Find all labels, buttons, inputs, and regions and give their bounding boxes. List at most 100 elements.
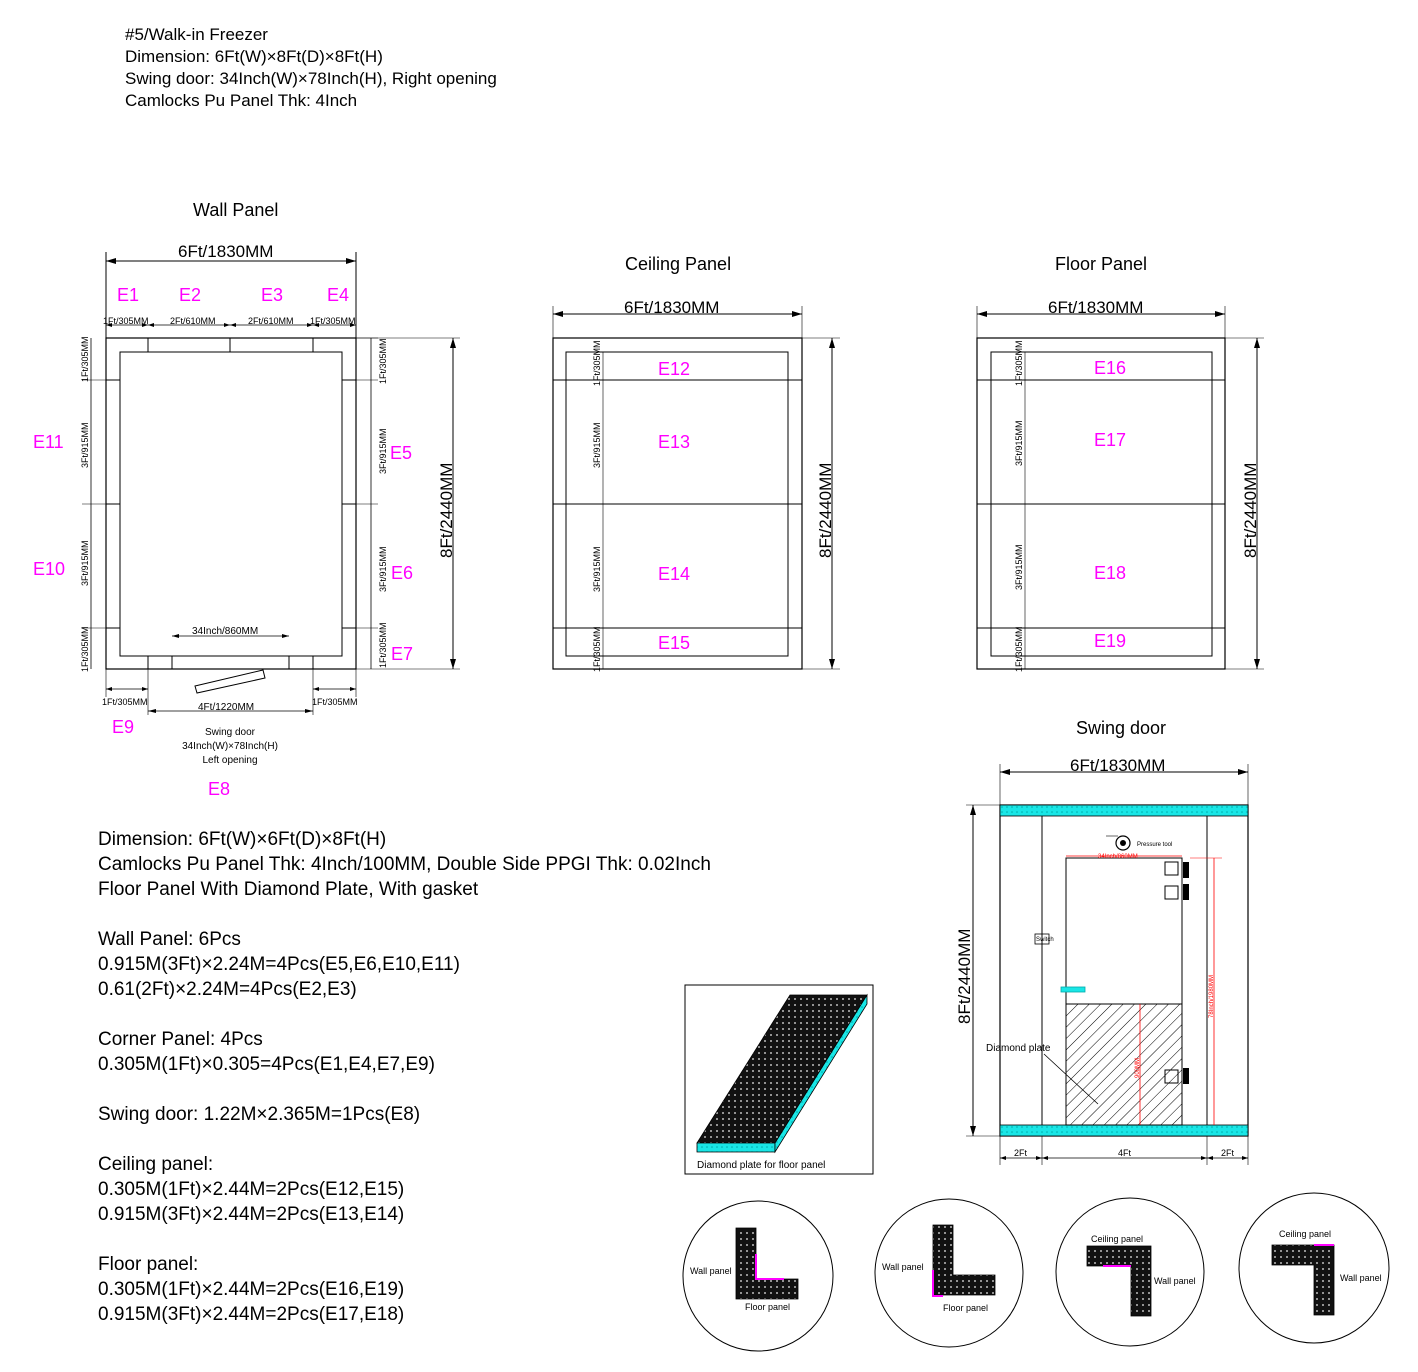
wall-seg-e1: 1Ft/305MM: [103, 316, 149, 326]
spec-wall-line-2: 0.61(2Ft)×2.24M=4Pcs(E2,E3): [98, 979, 357, 1000]
wall-door-opening: 4Ft/1220MM: [198, 702, 254, 713]
swing-door-leaf-width: 34Inch/860MM: [1098, 854, 1138, 860]
joint3-wall-label: Wall panel: [1154, 1276, 1196, 1286]
wall-left-seg-2: 3Ft/915MM: [80, 422, 90, 468]
floor-seg-4: 1Ft/305MM: [1014, 626, 1024, 672]
header-line-3: Swing door: 34Inch(W)×78Inch(H), Right o…: [125, 69, 497, 88]
header-line-2: Dimension: 6Ft(W)×8Ft(D)×8Ft(H): [125, 47, 383, 66]
label-e14: E14: [658, 564, 690, 584]
label-e13: E13: [658, 432, 690, 452]
swing-door-dim-right: 2Ft: [1221, 1148, 1235, 1158]
spec-door-line: Swing door: 1.22M×2.365M=1Pcs(E8): [98, 1104, 421, 1125]
label-e16: E16: [1094, 358, 1126, 378]
joint-detail-2: Wall panel Floor panel: [874, 1198, 1024, 1348]
wall-door-width: 34Inch/860MM: [192, 626, 258, 637]
joint2-wall-label: Wall panel: [882, 1262, 924, 1272]
label-e4: E4: [327, 285, 349, 305]
spec-ceiling-line-2: 0.915M(3Ft)×2.44M=2Pcs(E13,E14): [98, 1204, 405, 1225]
label-e18: E18: [1094, 563, 1126, 583]
label-e17: E17: [1094, 430, 1126, 450]
ceiling-seg-1: 1Ft/305MM: [592, 340, 602, 386]
label-e11: E11: [33, 432, 64, 452]
label-e3: E3: [261, 285, 283, 305]
floor-width-dim: 6Ft/1830MM: [1048, 298, 1143, 317]
label-e9: E9: [112, 717, 134, 737]
spec-line-1: Dimension: 6Ft(W)×6Ft(D)×8Ft(H): [98, 829, 387, 850]
joint4-wall-label: Wall panel: [1340, 1273, 1382, 1283]
wall-panel-drawing: Wall Panel 6Ft/1830MM 1Ft/305MM 2Ft/610M…: [33, 200, 460, 799]
spec-wall-heading: Wall Panel: 6Pcs: [98, 929, 241, 950]
spec-corner-heading: Corner Panel: 4Pcs: [98, 1029, 263, 1050]
header-line-4: Camlocks Pu Panel Thk: 4Inch: [125, 91, 358, 110]
label-e6: E6: [391, 563, 413, 583]
wall-left-seg-1: 1Ft/305MM: [80, 336, 90, 382]
swing-door-width-dim: 6Ft/1830MM: [1070, 756, 1165, 775]
plate-height-dim: 900MM: [1135, 1058, 1141, 1078]
swing-door-drawing: Swing door 6Ft/1830MM Pressure tool Swit…: [955, 718, 1249, 1165]
wall-seg-e3: 2Ft/610MM: [248, 316, 294, 326]
wall-right-seg-1: 1Ft/305MM: [378, 338, 388, 384]
spec-ceiling-heading: Ceiling panel:: [98, 1154, 214, 1175]
swing-door-leaf-height: 78Inch/1980MM: [1209, 975, 1215, 1018]
wall-door-note-2: 34Inch(W)×78Inch(H): [182, 741, 278, 752]
wall-door-note-1: Swing door: [205, 727, 256, 738]
wall-seg-e4: 1Ft/305MM: [310, 316, 356, 326]
floor-seg-3: 3Ft/915MM: [1014, 544, 1024, 590]
label-e19: E19: [1094, 631, 1126, 651]
spec-corner-line: 0.305M(1Ft)×0.305=4Pcs(E1,E4,E7,E9): [98, 1054, 435, 1075]
pressure-tool-label: Pressure tool: [1137, 842, 1172, 848]
label-e8: E8: [208, 779, 230, 799]
floor-panel-drawing: Floor Panel 6Ft/1830MM 1Ft/305MM 3Ft/915…: [976, 254, 1264, 672]
spec-floor-heading: Floor panel:: [98, 1254, 199, 1275]
ceiling-seg-2: 3Ft/915MM: [592, 422, 602, 468]
wall-right-seg-2: 3Ft/915MM: [378, 428, 388, 474]
ceiling-seg-3: 3Ft/915MM: [592, 546, 602, 592]
wall-right-seg-3: 3Ft/915MM: [378, 546, 388, 592]
joint2-floor-label: Floor panel: [943, 1303, 988, 1313]
floor-height-dim: 8Ft/2440MM: [1241, 463, 1260, 558]
ceiling-panel-drawing: Ceiling Panel 6Ft/1830MM 1Ft/305MM 3Ft/9…: [552, 254, 840, 672]
joint4-ceiling-label: Ceiling panel: [1279, 1229, 1331, 1239]
spec-line-2: Camlocks Pu Panel Thk: 4Inch/100MM, Doub…: [98, 854, 711, 875]
spec-wall-line-1: 0.915M(3Ft)×2.24M=4Pcs(E5,E6,E10,E11): [98, 954, 460, 975]
wall-door-note-3: Left opening: [202, 755, 257, 766]
label-e2: E2: [179, 285, 201, 305]
label-e1: E1: [117, 285, 139, 305]
diamond-plate-label: Diamond plate: [986, 1043, 1051, 1054]
wall-panel-title: Wall Panel: [193, 200, 278, 220]
ceiling-width-dim: 6Ft/1830MM: [624, 298, 719, 317]
header-line-1: #5/Walk-in Freezer: [125, 25, 268, 44]
label-e7: E7: [391, 644, 413, 664]
joint-detail-1: Wall panel Floor panel: [682, 1200, 834, 1352]
swing-door-height-dim: 8Ft/2440MM: [955, 929, 974, 1024]
ceiling-seg-4: 1Ft/305MM: [592, 626, 602, 672]
wall-bottom-seg-left: 1Ft/305MM: [102, 697, 148, 707]
wall-right-seg-4: 1Ft/305MM: [378, 622, 388, 668]
label-e5: E5: [390, 443, 412, 463]
wall-bottom-seg-right: 1Ft/305MM: [312, 697, 358, 707]
joint1-floor-label: Floor panel: [745, 1302, 790, 1312]
joint-detail-4: Ceiling panel Wall panel: [1238, 1192, 1390, 1344]
diamond-plate-detail: Diamond plate for floor panel: [684, 984, 874, 1175]
joint-detail-3: Ceiling panel Wall panel: [1055, 1197, 1205, 1347]
wall-width-dim: 6Ft/1830MM: [178, 242, 273, 261]
wall-height-dim: 8Ft/2440MM: [437, 463, 456, 558]
diamond-plate-caption: Diamond plate for floor panel: [697, 1160, 825, 1171]
swing-door-dim-center: 4Ft: [1118, 1148, 1132, 1158]
joint3-ceiling-label: Ceiling panel: [1091, 1234, 1143, 1244]
wall-left-seg-3: 3Ft/915MM: [80, 540, 90, 586]
wall-seg-e2: 2Ft/610MM: [170, 316, 216, 326]
swing-door-title: Swing door: [1076, 718, 1166, 738]
spec-floor-line-2: 0.915M(3Ft)×2.44M=2Pcs(E17,E18): [98, 1304, 405, 1325]
floor-panel-title: Floor Panel: [1055, 254, 1147, 274]
label-e12: E12: [658, 359, 690, 379]
label-e10: E10: [33, 559, 65, 579]
spec-line-3: Floor Panel With Diamond Plate, With gas…: [98, 879, 479, 900]
spec-floor-line-1: 0.305M(1Ft)×2.44M=2Pcs(E16,E19): [98, 1279, 405, 1300]
label-e15: E15: [658, 633, 690, 653]
spec-ceiling-line-1: 0.305M(1Ft)×2.44M=2Pcs(E12,E15): [98, 1179, 405, 1200]
switch-label: Switch: [1036, 937, 1054, 943]
swing-door-dim-left: 2Ft: [1014, 1148, 1028, 1158]
ceiling-panel-title: Ceiling Panel: [625, 254, 731, 274]
